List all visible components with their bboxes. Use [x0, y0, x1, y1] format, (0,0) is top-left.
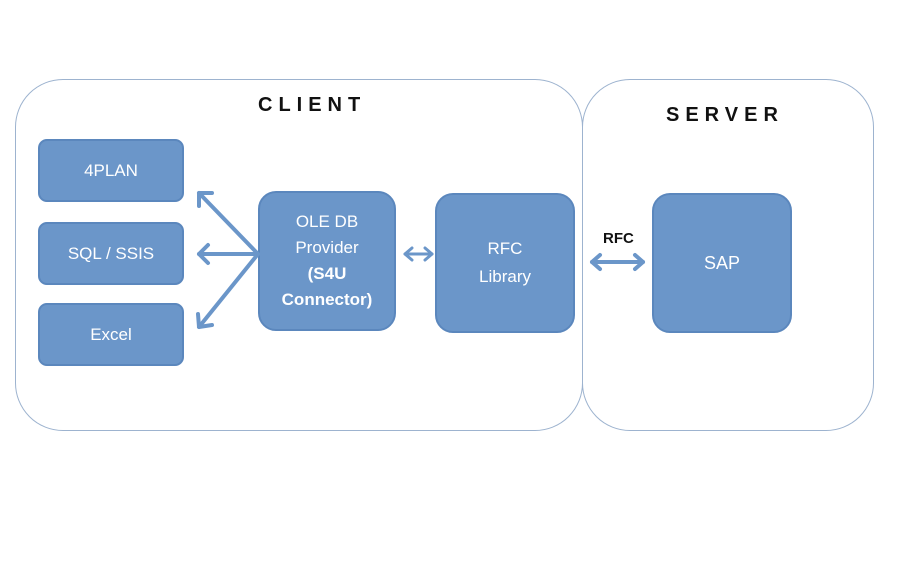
server-title: SERVER [666, 104, 784, 126]
server-region [582, 79, 874, 431]
box-excel-label: Excel [90, 324, 132, 344]
arrow-to-sql [197, 243, 260, 265]
arrow-rfc-sap [590, 253, 645, 271]
arrow-oledb-rfc [403, 246, 434, 262]
box-sap-label: SAP [703, 253, 741, 273]
oledb-line-1: OLE DB [295, 212, 359, 231]
rfc-library-line-1: RFC [487, 239, 523, 258]
box-sql-ssis: SQL / SSIS [38, 222, 184, 285]
box-rfc-library: RFC Library [435, 193, 575, 333]
arrow-to-4plan [197, 191, 260, 256]
box-sql-ssis-label: SQL / SSIS [67, 243, 155, 263]
rfc-library-line-2: Library [479, 267, 531, 286]
arrow-to-excel [196, 252, 260, 329]
rfc-connection-label: RFC [603, 230, 634, 247]
box-4plan-label: 4PLAN [84, 160, 138, 180]
box-4plan: 4PLAN [38, 139, 184, 202]
oledb-line-2: Provider [295, 238, 359, 257]
box-sap: SAP [652, 193, 792, 333]
client-title: CLIENT [258, 94, 367, 116]
oledb-line-4: Connector) [281, 290, 373, 309]
box-oledb-provider: OLE DB Provider (S4U Connector) [258, 191, 396, 331]
box-excel: Excel [38, 303, 184, 366]
oledb-line-3: (S4U [307, 264, 347, 283]
